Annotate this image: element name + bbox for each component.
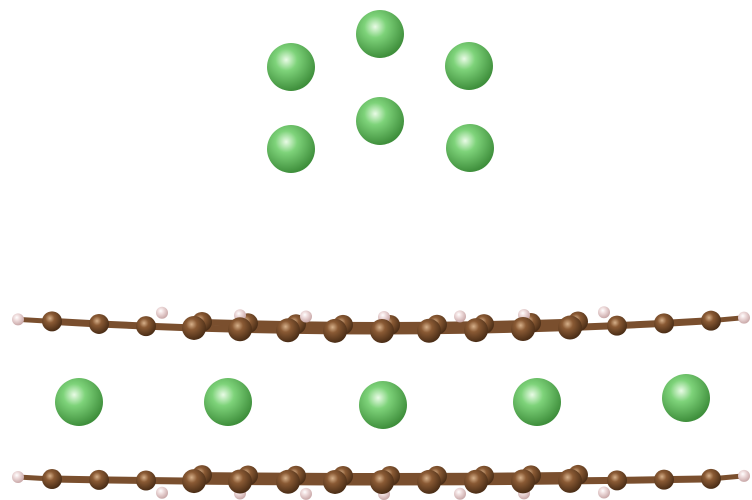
interlayer-atom-4	[513, 378, 561, 426]
interlayer-atom-3	[359, 381, 407, 429]
lower-layer-hydrogen-3	[300, 487, 312, 500]
upper-layer-carbon-14	[654, 313, 674, 334]
lower-layer-carbon-10	[464, 469, 488, 494]
upper-layer-carbon-10	[464, 318, 488, 343]
upper-layer-carbon-4	[182, 315, 206, 340]
lower-layer-hydrogen-5	[454, 487, 466, 500]
lower-layer-carbon-11	[511, 469, 535, 494]
atoms-layer	[12, 10, 750, 500]
lower-layer-hydrogen-1	[156, 486, 168, 499]
lower-layer-carbon-6	[276, 469, 300, 494]
lower-layer-carbon-3	[136, 470, 156, 491]
lower-layer-carbon-14	[654, 469, 674, 490]
lower-layer-carbon-5	[228, 469, 252, 494]
cluster-atom-3	[445, 42, 493, 90]
interlayer-atom-5	[662, 374, 710, 422]
interlayer-atom-2	[204, 378, 252, 426]
upper-layer-carbon-1	[42, 311, 62, 332]
upper-layer-hydrogen-5	[454, 310, 466, 323]
lower-layer-hydrogen-left	[12, 471, 24, 484]
upper-layer-carbon-6	[276, 318, 300, 343]
upper-layer-carbon-11	[511, 317, 535, 342]
upper-layer-carbon-13	[607, 315, 627, 336]
interlayer-atom-1	[55, 378, 103, 426]
lower-layer-carbon-13	[607, 470, 627, 491]
upper-layer-hydrogen-right	[738, 311, 750, 324]
lower-layer-carbon-9	[417, 469, 441, 494]
lower-layer-carbon-1	[42, 469, 62, 490]
upper-layer-carbon-12	[558, 315, 582, 340]
cluster-atom-4	[356, 97, 404, 145]
upper-layer-hydrogen-1	[156, 306, 168, 319]
cluster-atom-2	[267, 43, 315, 91]
upper-layer-hydrogen-3	[300, 310, 312, 323]
cluster-atom-1	[356, 10, 404, 58]
upper-layer-carbon-7	[323, 318, 347, 343]
upper-layer-carbon-5	[228, 317, 252, 342]
upper-layer-carbon-9	[417, 318, 441, 343]
lower-layer-carbon-2	[89, 469, 109, 490]
cluster-atom-6	[446, 124, 494, 172]
lower-layer-carbon-8	[370, 469, 394, 494]
upper-layer-carbon-8	[370, 318, 394, 343]
lower-layer-carbon-15	[701, 468, 721, 489]
upper-layer-carbon-15	[701, 310, 721, 331]
upper-layer-hydrogen-left	[12, 313, 24, 326]
lower-layer-carbon-7	[323, 469, 347, 494]
lower-layer-carbon-12	[558, 468, 582, 493]
upper-layer-carbon-3	[136, 316, 156, 337]
lower-layer-carbon-4	[182, 469, 206, 494]
upper-layer-carbon-2	[89, 313, 109, 334]
upper-layer-hydrogen-7	[598, 306, 610, 319]
lower-layer-hydrogen-right	[738, 469, 750, 482]
cluster-atom-5	[267, 125, 315, 173]
lower-layer-hydrogen-7	[598, 486, 610, 499]
